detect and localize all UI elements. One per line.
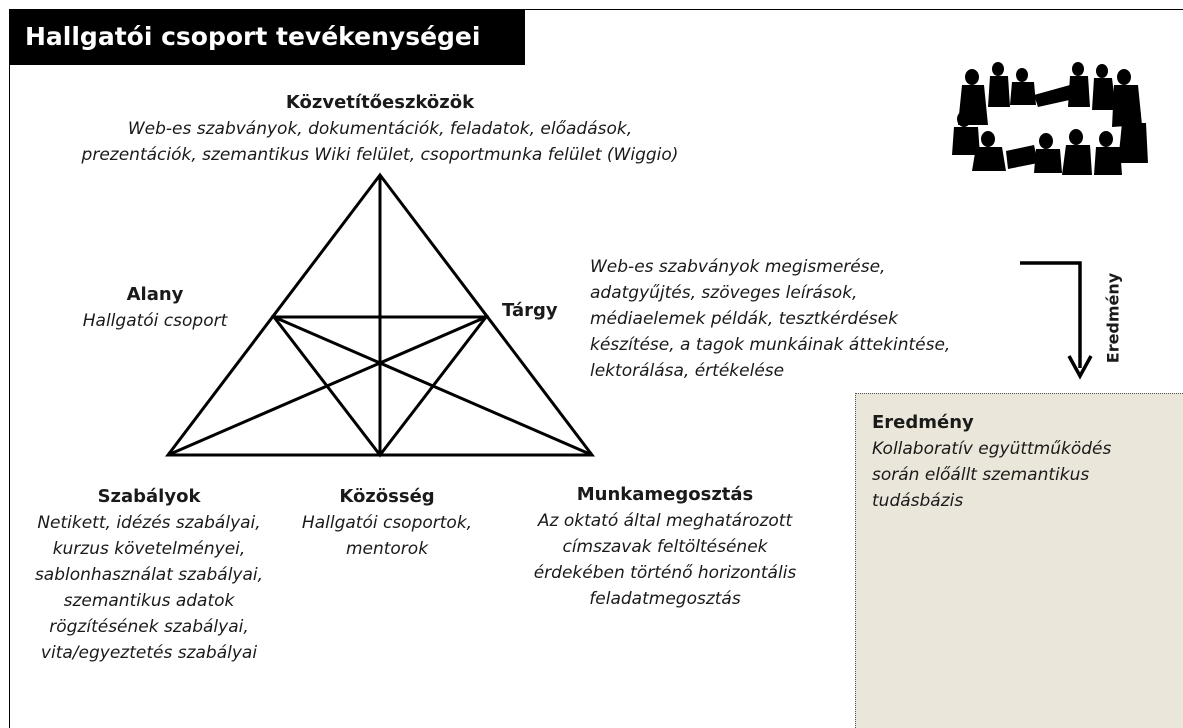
rules-text: Netikett, idézés szabályai, kurzus követ… <box>34 513 264 663</box>
mediators-heading: Közvetítőeszközök <box>285 92 475 113</box>
subject-text: Hallgatói csoport <box>82 311 228 331</box>
subject-heading: Alany <box>126 284 184 305</box>
slide-frame <box>9 9 1183 728</box>
mediators-text: Web-es szabványok, dokumentációk, felada… <box>81 119 679 165</box>
community-block: Közösség Hallgatói csoportok, mentorok <box>282 484 492 562</box>
outcome-arrow <box>1020 261 1093 380</box>
diagonal-right-line <box>273 315 593 457</box>
object-text-block: Web-es szabványok megismerése, adatgyűjt… <box>590 254 1030 384</box>
object-heading-block: Tárgy <box>502 298 558 324</box>
rules-heading: Szabályok <box>97 486 201 507</box>
object-heading: Tárgy <box>502 300 558 321</box>
outcome-text: Kollaboratív együttműködés során előállt… <box>872 439 1112 511</box>
outcome-box: Eredmény Kollaboratív együttműködés sorá… <box>855 393 1183 728</box>
community-heading: Közösség <box>339 486 435 507</box>
community-text: Hallgatói csoportok, mentorok <box>301 513 473 559</box>
people-circle-icon <box>952 62 1148 175</box>
division-heading: Munkamegosztás <box>576 484 754 505</box>
outcome-heading: Eredmény <box>872 412 974 433</box>
rules-block: Szabályok Netikett, idézés szabályai, ku… <box>10 484 288 666</box>
division-block: Munkamegosztás Az oktató által meghatáro… <box>505 482 825 612</box>
outcome-arrow-label: Eredmény <box>1103 272 1123 364</box>
division-text: Az oktató által meghatározott címszavak … <box>533 511 797 609</box>
slide-title: Hallgatói csoport tevékenységei <box>9 9 525 65</box>
diagonal-left-line <box>167 315 487 457</box>
object-text: Web-es szabványok megismerése, adatgyűjt… <box>590 257 951 381</box>
mediators-block: Közvetítőeszközök Web-es szabványok, dok… <box>20 90 740 168</box>
subject-block: Alany Hallgatói csoport <box>60 282 250 334</box>
